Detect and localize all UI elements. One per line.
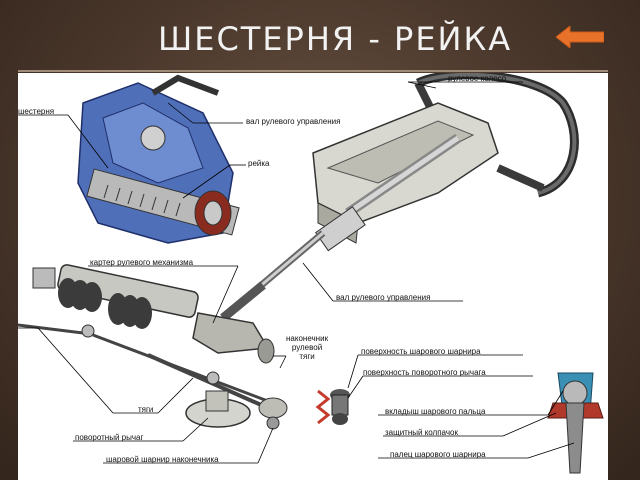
label-ball-joint-pin: палец шарового шарнира	[390, 450, 486, 459]
ball-joint-detail-drawing	[315, 389, 350, 425]
intermediate-shaft-drawing	[220, 230, 326, 322]
upper-shaft-drawing	[314, 133, 461, 252]
label-knuckle-arm: поворотный рычаг	[75, 433, 144, 442]
title-divider	[18, 70, 608, 72]
leader-lines	[18, 81, 575, 464]
label-ball-joint-surface: поверхность шарового шарнира	[361, 347, 481, 356]
label-steering-wheel: рулевое колесо	[448, 74, 507, 83]
ball-pin-cutaway-drawing	[547, 372, 604, 474]
knuckle-arm-drawing	[185, 390, 288, 430]
label-tip-ball-joint: шаровой шарнир наконечника	[106, 455, 219, 464]
label-tie-rod-end: наконечник рулевой тяги	[286, 334, 329, 361]
tie-rods-drawing	[18, 323, 274, 410]
rack-housing-drawing	[32, 264, 275, 364]
label-steering-shaft-top: вал рулевого управления	[246, 117, 341, 126]
label-steering-shaft-mid: вал рулевого управления	[336, 293, 431, 302]
label-pinion: шестерня	[18, 107, 55, 116]
left-arrow-icon[interactable]	[556, 26, 604, 48]
steering-diagram	[18, 73, 604, 474]
label-gear-housing: картер рулевого механизма	[90, 258, 194, 267]
label-tie-rods: тяги	[138, 405, 154, 414]
steering-wheel-drawing	[414, 73, 579, 198]
label-protective-cap: защитный колпачок	[385, 428, 458, 437]
label-rack: рейка	[248, 159, 270, 168]
cutaway-gear-drawing	[77, 74, 240, 244]
diagram-panel: шестерня вал рулевого управления рейка р…	[18, 73, 608, 480]
label-ball-pin-insert: вкладыш шарового пальца	[385, 407, 486, 416]
column-shroud-drawing	[312, 102, 499, 244]
label-knuckle-arm-surface: поверхность поворотного рычага	[363, 368, 486, 377]
slide-title: ШЕСТЕРНЯ - РЕЙКА	[158, 20, 513, 58]
